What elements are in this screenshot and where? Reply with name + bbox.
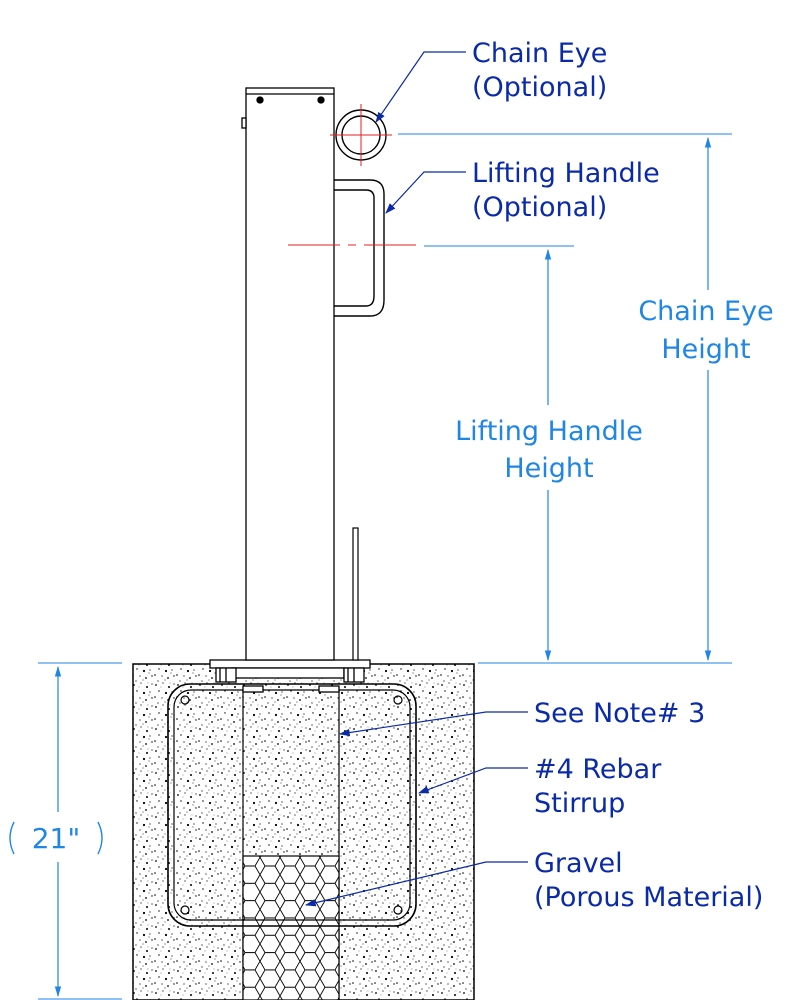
chain-eye-label: Chain Eye: [472, 38, 607, 69]
see-note-label: See Note# 3: [534, 698, 705, 729]
footing-depth-label: 21": [32, 822, 81, 855]
lifting-handle: [334, 179, 385, 317]
chain-eye: [330, 104, 392, 166]
lifting-handle-height-label-2: Height: [504, 453, 593, 484]
anchor-rod: [352, 527, 359, 661]
chain-eye-leader: [375, 51, 466, 123]
extension-lines: [38, 133, 732, 1000]
lifting-handle-label: Lifting Handle: [472, 158, 660, 189]
see-note-leader: [338, 711, 528, 737]
base-plate: [209, 659, 371, 693]
rebar-stirrup-label: Stirrup: [534, 788, 625, 819]
footing-depth-value: 21": [9, 821, 103, 855]
gravel-label: Gravel: [534, 848, 623, 879]
rebar-label: #4 Rebar: [534, 754, 662, 785]
chain-eye-height-label: Chain Eye: [638, 296, 773, 327]
lifting-handle-height-label: Lifting Handle: [455, 416, 643, 447]
chain-eye-height-label-2: Height: [661, 334, 750, 365]
bollard-post: [241, 87, 335, 661]
rebar-stirrup: [167, 683, 417, 927]
lifting-handle-optional-label: (Optional): [472, 192, 607, 223]
rebar-leader: [417, 767, 528, 794]
gravel-leader: [304, 861, 528, 907]
leader-lines: [304, 51, 528, 907]
gravel-porous-label: (Porous Material): [534, 882, 763, 913]
lifting-handle-leader: [385, 171, 466, 214]
chain-eye-optional-label: (Optional): [472, 72, 607, 103]
gravel-fill: [242, 855, 340, 1000]
